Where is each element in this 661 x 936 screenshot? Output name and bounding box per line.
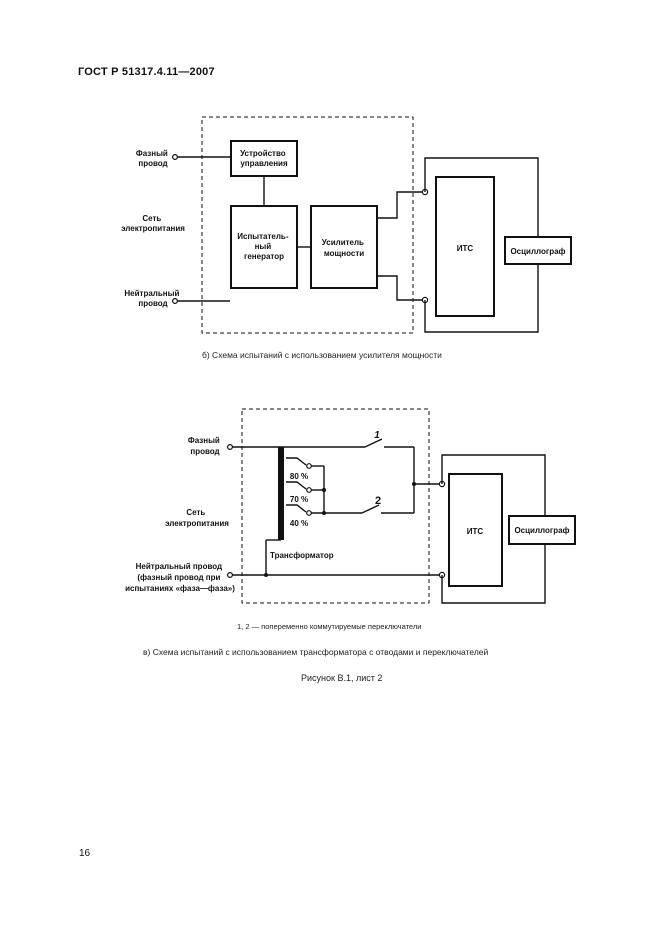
control-unit-label: Устройство управления <box>240 149 288 168</box>
test-generator-label: Испытатель- ный генератор <box>237 232 291 261</box>
eut-label: ИТС <box>457 244 474 253</box>
oscilloscope-label: Осциллограф <box>514 526 569 535</box>
phase-wire-label: Фазный провод <box>136 149 170 168</box>
transformer-boundary <box>241 408 430 604</box>
neutral-wire-label: Нейтральный провод (фазный провод при ис… <box>125 562 235 593</box>
tap-40-label: 40 % <box>290 519 308 528</box>
diagram-c: Фазный провод Сеть электропитания Нейтра… <box>125 408 576 604</box>
tap-70-label: 70 % <box>290 495 308 504</box>
phase-wire-label: Фазный провод <box>188 436 222 456</box>
oscilloscope-label: Осциллограф <box>510 247 565 256</box>
tap-80-label: 80 % <box>290 472 308 481</box>
eut-box <box>435 176 495 317</box>
transformer-label: Трансформатор <box>270 551 334 560</box>
eut-label: ИТС <box>467 527 484 536</box>
figure-caption: Рисунок В.1, лист 2 <box>301 673 383 683</box>
caption-c: в) Схема испытаний с использованием тран… <box>143 647 489 657</box>
power-amplifier-box <box>310 205 378 289</box>
switch-2-label: 2 <box>375 495 381 507</box>
page-number: 16 <box>79 848 91 859</box>
switch-2 <box>361 504 380 514</box>
tap-70-contact <box>306 487 312 493</box>
phase-terminal <box>172 154 179 161</box>
mains-label: Сеть электропитания <box>165 508 229 528</box>
switch-1 <box>364 438 383 448</box>
switch-note: 1, 2 — попеременно коммутируемые переклю… <box>237 622 422 631</box>
control-unit-box <box>230 140 298 177</box>
neutral-terminal <box>172 298 179 305</box>
switch-1-label: 1 <box>374 430 380 441</box>
generator-boundary <box>201 116 414 334</box>
mains-label: Сеть электропитания <box>121 214 185 233</box>
caption-b: б) Схема испытаний с использованием усил… <box>202 350 442 360</box>
oscilloscope-box <box>504 236 572 265</box>
power-amplifier-label: Усилитель мощности <box>322 238 366 258</box>
eut-box <box>448 473 503 587</box>
diagram-b: Фазный провод Сеть электропитания Нейтра… <box>121 116 572 334</box>
tap-40-contact <box>306 510 312 516</box>
phase-terminal <box>227 444 234 451</box>
neutral-terminal <box>227 571 234 578</box>
oscilloscope-box <box>508 515 576 545</box>
document-header: ГОСТ Р 51317.4.11—2007 <box>78 66 215 78</box>
tap-80-contact <box>306 463 312 469</box>
neutral-wire-label: Нейтральный провод <box>124 289 181 308</box>
